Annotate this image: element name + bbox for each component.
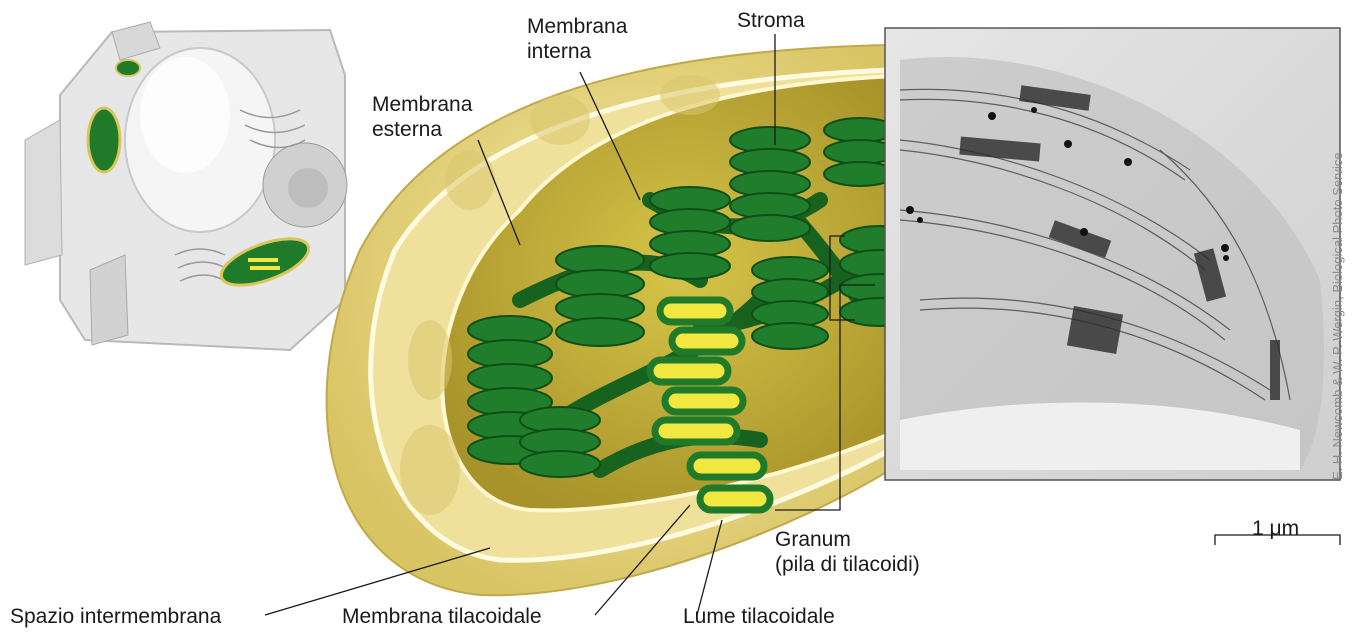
- plant-cell-illustration: [25, 22, 347, 350]
- scale-bar-label: 1 μm: [1252, 517, 1299, 541]
- label-granum: Granum(pila di tilacoidi): [775, 527, 920, 577]
- photo-credit: E. H. Newcomb & W. P. Wergin, Biological…: [1330, 60, 1345, 480]
- label-membrana-tilacoidale: Membrana tilacoidale: [342, 604, 542, 629]
- electron-micrograph: [885, 28, 1340, 480]
- label-stroma: Stroma: [737, 8, 805, 33]
- label-spazio-intermembrana: Spazio intermembrana: [10, 604, 221, 629]
- label-lume-tilacoidale: Lume tilacoidale: [683, 604, 835, 629]
